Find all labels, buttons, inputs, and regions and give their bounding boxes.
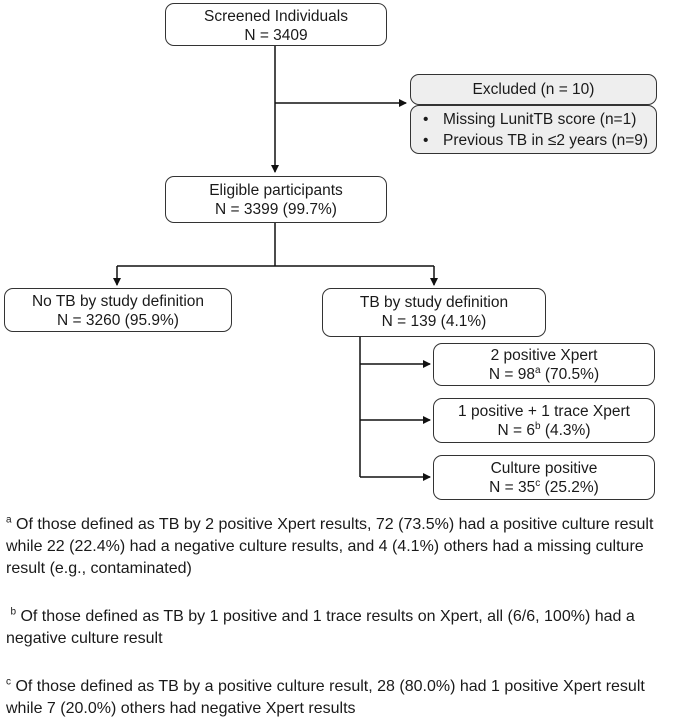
no-tb-title: No TB by study definition	[31, 293, 205, 310]
xpert2-title: 2 positive Xpert	[490, 347, 598, 364]
screened-title: Screened Individuals	[204, 8, 348, 25]
tb-count: N = 139 (4.1%)	[381, 313, 487, 330]
screened-box: Screened Individuals N = 3409	[165, 3, 387, 46]
culture-count: N = 35c (25.2%)	[489, 477, 599, 496]
culture-title: Culture positive	[490, 460, 598, 477]
xpert2-box: 2 positive Xpert N = 98a (70.5%)	[433, 343, 655, 386]
eligible-box: Eligible participants N = 3399 (99.7%)	[165, 176, 387, 223]
screened-count: N = 3409	[244, 27, 308, 44]
excluded-title: Excluded (n = 10)	[472, 81, 595, 98]
xpert-trace-box: 1 positive + 1 trace Xpert N = 6b (4.3%)	[433, 398, 655, 443]
excluded-header-box: Excluded (n = 10)	[410, 74, 657, 105]
no-tb-box: No TB by study definition N = 3260 (95.9…	[4, 288, 232, 332]
xpert2-count: N = 98a (70.5%)	[488, 364, 600, 383]
no-tb-count: N = 3260 (95.9%)	[57, 312, 179, 329]
tb-box: TB by study definition N = 139 (4.1%)	[322, 288, 546, 337]
excluded-reason: •Previous TB in ≤2 years (n=9)	[423, 132, 649, 149]
excluded-reasons-list: •Missing LunitTB score (n=1) •Previous T…	[423, 109, 656, 151]
excluded-reasons-box: •Missing LunitTB score (n=1) •Previous T…	[410, 105, 657, 154]
eligible-title: Eligible participants	[209, 182, 343, 199]
xpert-trace-count: N = 6b (4.3%)	[497, 420, 591, 439]
footnote-c: c Of those defined as TB by a positive c…	[6, 676, 645, 717]
culture-box: Culture positive N = 35c (25.2%)	[433, 455, 655, 500]
excluded-reason: •Missing LunitTB score (n=1)	[423, 111, 637, 128]
footnote-a: a Of those defined as TB by 2 positive X…	[6, 514, 654, 577]
xpert-trace-title: 1 positive + 1 trace Xpert	[458, 403, 630, 420]
footnote-b: b Of those defined as TB by 1 positive a…	[6, 606, 635, 647]
tb-title: TB by study definition	[359, 294, 509, 311]
eligible-count: N = 3399 (99.7%)	[215, 201, 337, 218]
